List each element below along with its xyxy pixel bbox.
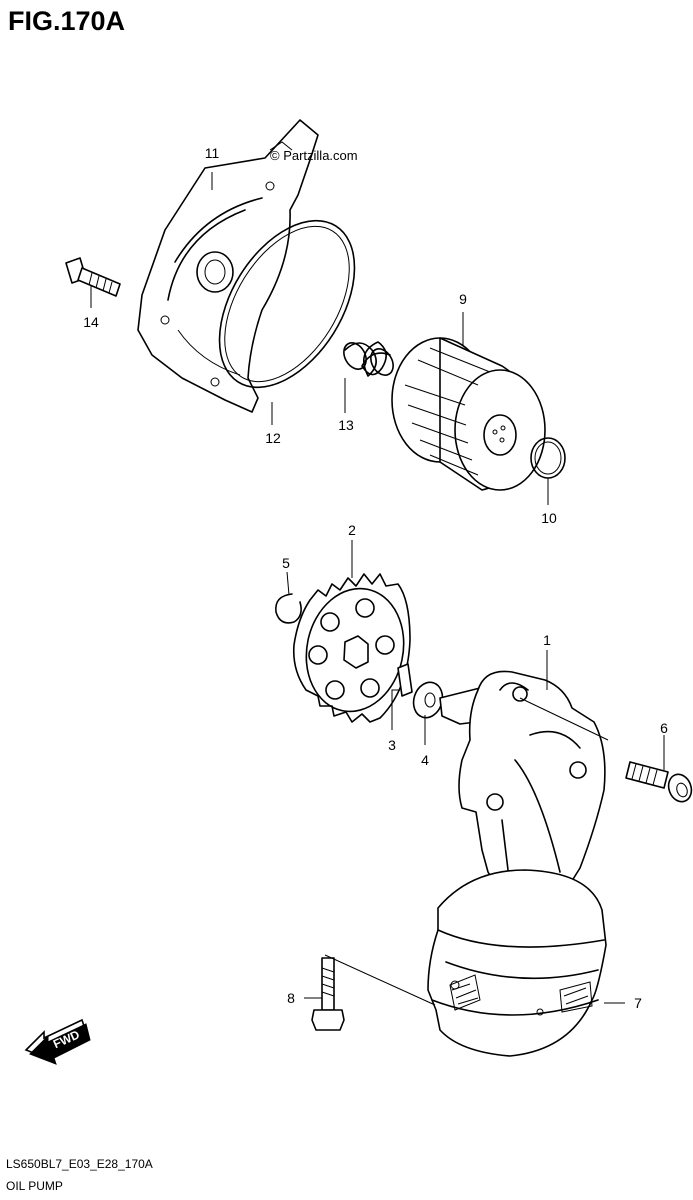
part-9-oil-filter <box>391 337 546 491</box>
part-2-gear <box>292 573 411 723</box>
callout-4: 4 <box>421 752 429 768</box>
callout-8: 8 <box>287 990 295 1006</box>
part-7-oil-strainer <box>427 869 607 1057</box>
part-8-bolt <box>311 957 345 1031</box>
part-11-cover <box>137 119 319 413</box>
part-12-o-ring <box>218 219 356 389</box>
watermark: © Partzilla.com <box>270 148 358 163</box>
callout-11: 11 <box>205 145 220 161</box>
part-3-pin <box>397 663 413 697</box>
callout-2: 2 <box>348 522 356 538</box>
callout-9: 9 <box>459 291 467 307</box>
callout-6: 6 <box>660 720 668 736</box>
figure-title: FIG.170A <box>8 6 125 36</box>
callout-7: 7 <box>634 995 642 1011</box>
leader-lines <box>90 172 665 1006</box>
callout-10: 10 <box>541 510 557 526</box>
part-14-bolt <box>65 257 121 297</box>
callout-3: 3 <box>388 737 396 753</box>
part-5-circlip <box>275 593 302 624</box>
part-1-oil-pump-body <box>439 670 606 911</box>
diagram-caption: OIL PUMP <box>6 1179 63 1193</box>
callout-12: 12 <box>265 430 281 446</box>
callout-13: 13 <box>338 417 354 433</box>
part-13-spring <box>343 341 394 377</box>
part-6-bolt <box>625 761 693 803</box>
callout-5: 5 <box>282 555 290 571</box>
diagram-code: LS650BL7_E03_E28_170A <box>6 1157 153 1171</box>
callout-1: 1 <box>543 632 551 648</box>
callout-labels: 11 14 12 13 9 10 2 5 1 3 4 6 8 7 <box>83 145 668 1011</box>
fwd-arrow-icon: FWD <box>24 1018 91 1065</box>
callout-14: 14 <box>83 314 99 330</box>
